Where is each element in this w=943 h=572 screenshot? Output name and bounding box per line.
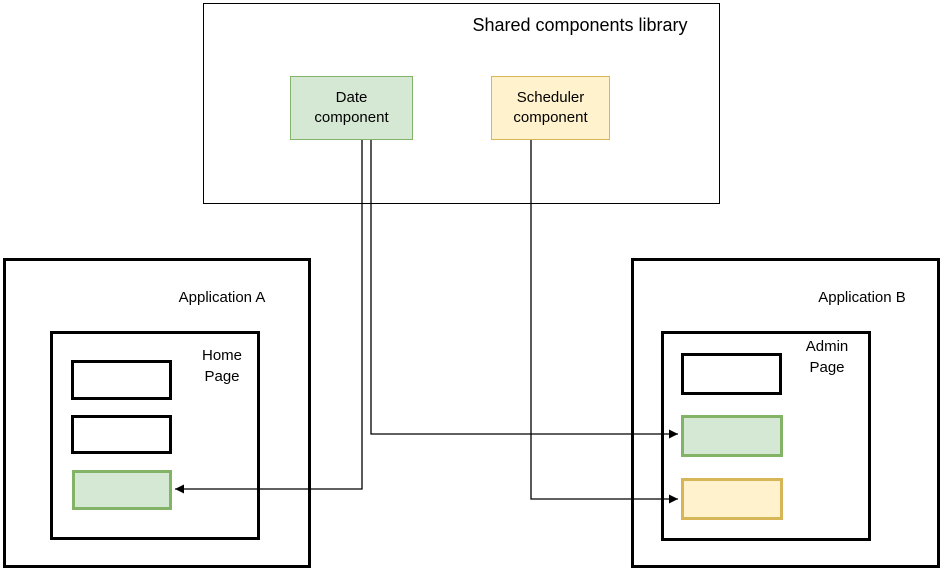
scheduler-component-label-line1: Scheduler <box>516 89 585 106</box>
home-page-title: Home Page <box>182 345 262 387</box>
admin-page-title-line2: Page <box>809 359 845 376</box>
shared-components-library-title: Shared components library <box>472 15 688 35</box>
home-page-block-date-instance <box>72 470 172 510</box>
home-page-block-plain-2 <box>71 415 172 454</box>
admin-page-title-line1: Admin <box>805 338 849 355</box>
admin-page-block-plain <box>681 353 782 395</box>
home-page-title-line2: Page <box>204 368 240 385</box>
date-component-label-line1: Date <box>335 89 368 106</box>
scheduler-component-label-line2: component <box>513 109 588 126</box>
admin-page-title: Admin Page <box>787 336 867 378</box>
scheduler-component-box: Scheduler component <box>491 76 610 140</box>
application-b-title: Application B <box>818 289 906 306</box>
admin-page-block-date-instance <box>681 415 783 457</box>
date-component-label-line2: component <box>314 109 389 126</box>
admin-page-block-scheduler-instance <box>681 478 783 520</box>
home-page-block-plain-1 <box>71 360 172 400</box>
application-a-title: Application A <box>178 289 266 306</box>
date-component-box: Date component <box>290 76 413 140</box>
home-page-title-line1: Home <box>201 347 242 364</box>
